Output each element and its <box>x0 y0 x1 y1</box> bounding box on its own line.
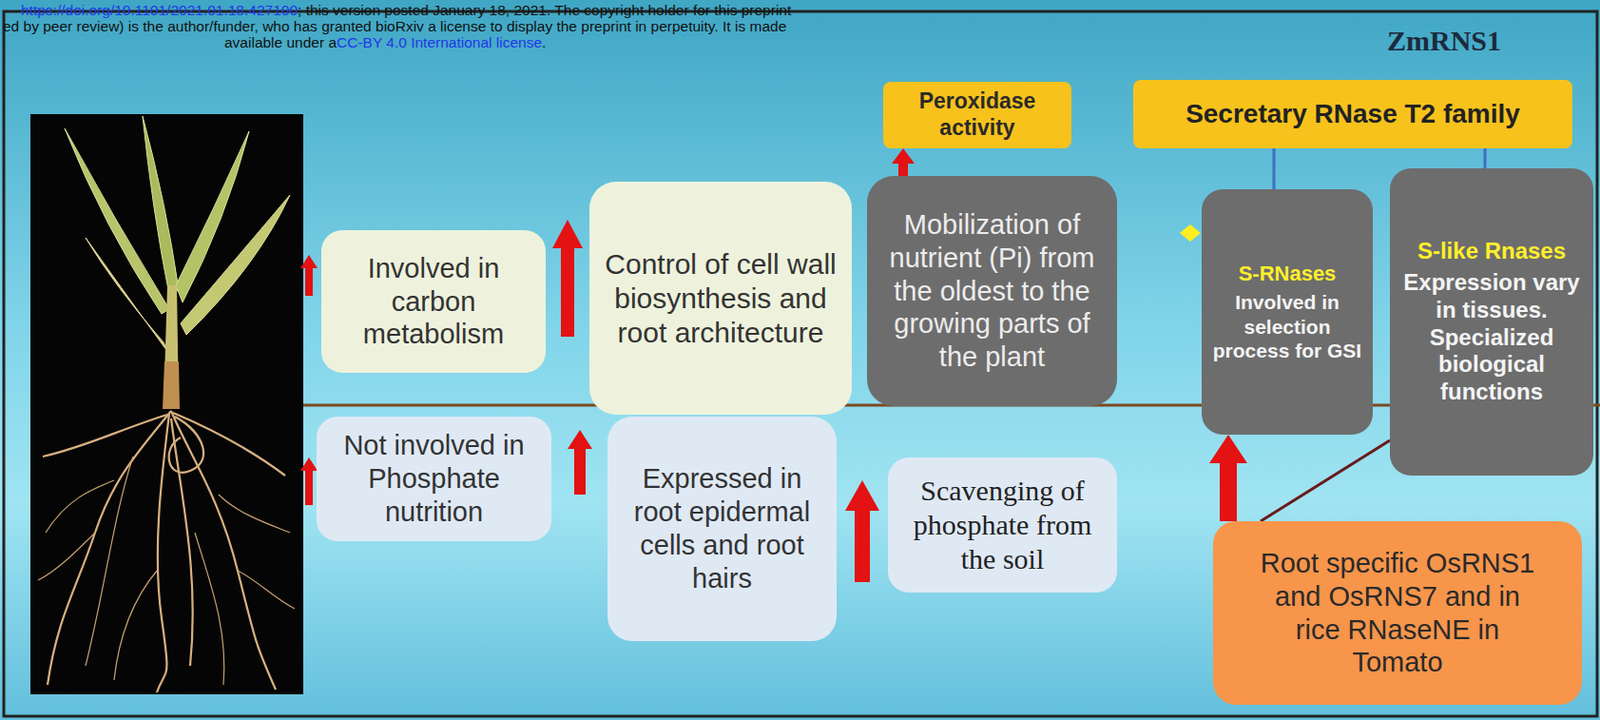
subcategory-box: S-RNasesInvolved in selection process fo… <box>1201 189 1373 435</box>
node-text: Expression vary in tissues. Specialized … <box>1399 269 1584 406</box>
up-arrow <box>567 429 593 495</box>
node-text: Root specific OsRNS1 and OsRNS7 and in r… <box>1251 546 1544 679</box>
leaf <box>180 194 290 335</box>
node-heading: S-RNases <box>1209 261 1366 287</box>
up-arrow <box>845 480 880 582</box>
fine-roots <box>38 456 295 685</box>
block-arrow <box>891 148 915 176</box>
roots <box>42 410 286 693</box>
header-note: available under a <box>224 34 337 51</box>
leaf <box>64 128 170 314</box>
up-arrow <box>300 254 318 296</box>
function-box: Peroxidase activity <box>883 81 1072 149</box>
leaf <box>142 115 179 295</box>
subcategory-box: S-like RnasesExpression vary in tissues.… <box>1389 168 1594 476</box>
plant-photo <box>30 114 304 694</box>
diamond-marker <box>1179 224 1201 242</box>
process-box: Expressed in root epidermal cells and ro… <box>607 416 837 641</box>
category-box: Secretary RNase T2 family <box>1133 79 1573 149</box>
process-box: Scavenging of phosphate from the soil <box>887 457 1118 593</box>
header-note: ed by peer review) is the author/funder,… <box>2 18 787 35</box>
node-text: Expressed in root epidermal cells and ro… <box>616 462 828 595</box>
node-text: Involved in carbon metabolism <box>332 251 535 351</box>
node-text: Involved in selection process for GSI <box>1209 289 1366 363</box>
header-note: ; this version posted January 18, 2021. … <box>297 1 791 19</box>
stem-base <box>162 361 180 409</box>
diagram-title: ZmRNS1 <box>1387 24 1502 58</box>
process-box: Not involved in Phosphate nutrition <box>316 416 552 541</box>
example-box: Root specific OsRNS1 and OsRNS7 and in r… <box>1213 520 1582 705</box>
header-line: available under aCC-BY 4.0 International… <box>224 34 546 51</box>
process-box: Mobilization of nutrient (Pi) from the o… <box>867 175 1118 406</box>
node-text: Scavenging of phosphate from the soil <box>897 473 1108 577</box>
up-arrow <box>552 219 583 337</box>
header-note: CC-BY 4.0 International license <box>336 34 542 51</box>
process-box: Involved in carbon metabolism <box>321 230 546 373</box>
photo-ground <box>30 114 304 694</box>
node-text: Secretary RNase T2 family <box>1142 97 1563 131</box>
header-line: https://doi.org/10.1101/2021.01.18.42710… <box>20 1 791 19</box>
connector-line <box>1484 148 1487 169</box>
process-box: Control of cell wall biosynthesis and ro… <box>589 181 852 415</box>
stem <box>163 285 179 409</box>
header-note: https://doi.org/10.1101/2021.01.18.42710… <box>20 1 298 19</box>
connector-line <box>1272 148 1276 190</box>
leaf <box>85 237 170 354</box>
node-text: Not involved in Phosphate nutrition <box>327 428 540 528</box>
block-arrow <box>1209 434 1248 521</box>
node-text: Mobilization of nutrient (Pi) from the o… <box>876 208 1108 374</box>
node-text: Peroxidase activity <box>890 88 1064 141</box>
header-line: ed by peer review) is the author/funder,… <box>2 18 787 35</box>
up-arrow <box>300 457 318 505</box>
frame <box>3 11 1598 716</box>
node-text: Control of cell wall biosynthesis and ro… <box>602 247 839 350</box>
connector-line <box>1260 440 1390 521</box>
node-heading: S-like Rnases <box>1399 237 1584 266</box>
header-note: . <box>541 34 546 51</box>
